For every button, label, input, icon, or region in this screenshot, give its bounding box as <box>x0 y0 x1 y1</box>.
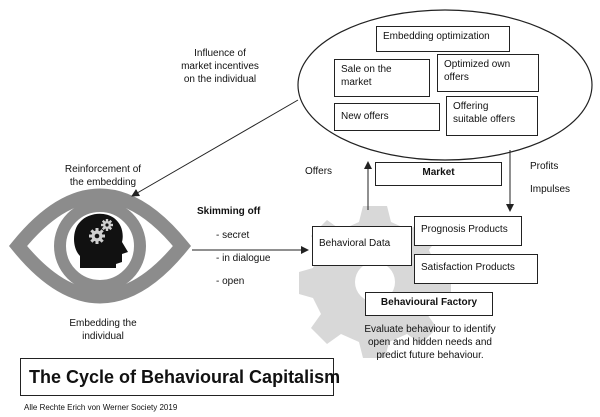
prognosis-products-box: Prognosis Products <box>414 216 522 246</box>
impulses-label: Impulses <box>530 184 571 195</box>
optimized-offers-box: Optimized own offers <box>437 54 539 92</box>
factory-description: Evaluate behaviour to identify open and … <box>364 324 496 361</box>
new-offers-box: New offers <box>334 103 440 131</box>
reinforcement-label: Reinforcement of the embedding <box>64 164 142 188</box>
skimming-item: - open <box>216 276 245 287</box>
influence-label: Influence of market incentives on the in… <box>181 48 259 85</box>
embedding-optimization-box: Embedding optimization <box>376 26 510 52</box>
offering-suitable-box: Offering suitable offers <box>446 96 538 136</box>
skimming-item: - secret <box>216 230 250 241</box>
skimming-heading: Skimming off <box>197 206 261 217</box>
satisfaction-products-box: Satisfaction Products <box>414 254 538 284</box>
head-with-gears-icon <box>74 213 128 268</box>
influence-arrow <box>131 99 299 197</box>
page-title: The Cycle of Behavioural Capitalism <box>20 358 340 396</box>
market-box: Market <box>375 162 502 186</box>
offers-label: Offers <box>305 166 333 177</box>
sale-on-market-box: Sale on the market <box>334 59 430 97</box>
profits-label: Profits <box>530 161 559 172</box>
copyright-text: Alle Rechte Erich von Werner Society 201… <box>24 403 178 412</box>
skimming-item: - in dialogue <box>216 253 271 264</box>
behavioral-data-box: Behavioral Data <box>312 226 412 266</box>
behavioural-factory-box: Behavioural Factory <box>365 292 493 316</box>
embedding-individual-label: Embedding the individual <box>69 318 137 342</box>
